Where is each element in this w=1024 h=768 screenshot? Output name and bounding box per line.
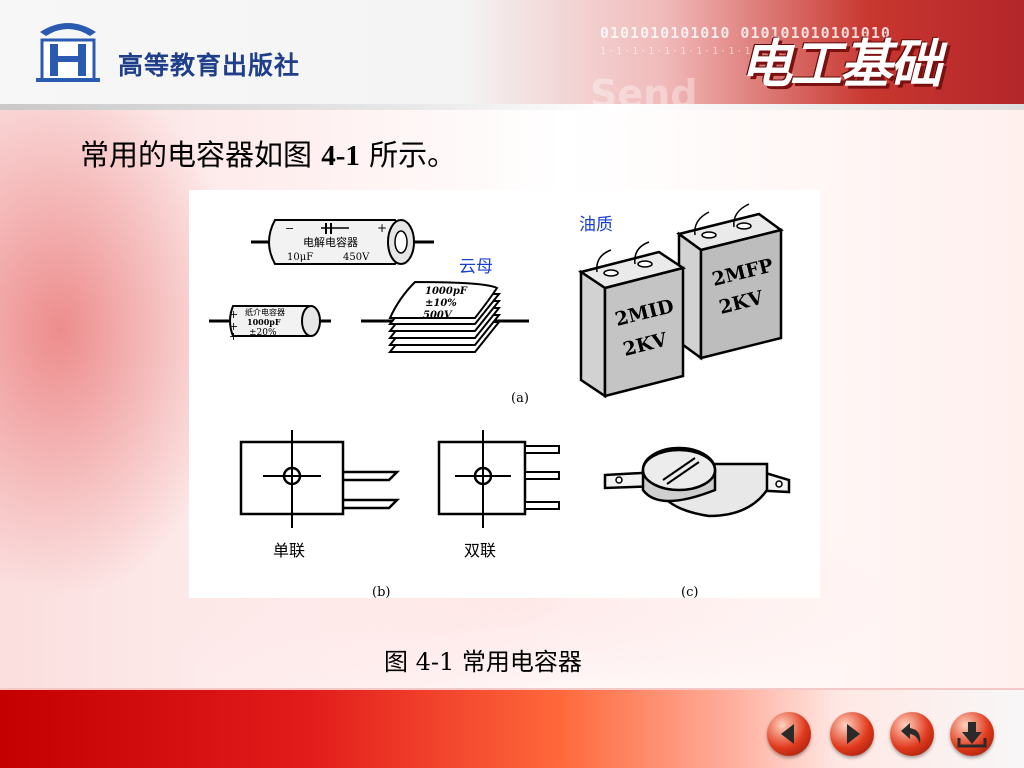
electrolytic-minus: − <box>285 222 294 235</box>
mica-voltage: 500V <box>423 310 453 321</box>
double-label: 双联 <box>464 541 496 560</box>
course-brand-title: 电工基础 <box>740 35 942 95</box>
electrolytic-voltage: 450V <box>343 252 370 263</box>
heading-figure-number: 4-1 <box>321 140 360 172</box>
publisher-name: 高等教育出版社 <box>118 51 301 80</box>
oil-capacitors: 油质 2MFP 2KV 2MID 2KV <box>577 203 784 399</box>
figure-caption: 图 4-1 常用电容器 <box>384 648 582 676</box>
single-label: 单联 <box>273 541 305 560</box>
oil-title: 油质 <box>579 215 613 235</box>
prev-slide-button[interactable] <box>767 712 811 756</box>
exit-arrow-icon <box>957 722 987 748</box>
exit-button[interactable] <box>950 712 994 756</box>
paper-capacitor: + + + 纸介电容器 1000pF ±20% <box>209 305 331 343</box>
paper-plus-3: + <box>229 330 238 343</box>
mica-capacitance: 1000pF <box>425 286 468 297</box>
return-button[interactable] <box>890 712 934 756</box>
trimmer-capacitor <box>603 446 791 518</box>
paper-tolerance: ±20% <box>249 328 277 338</box>
paper-plus-1: + <box>229 308 238 321</box>
paper-label: 纸介电容器 <box>245 307 285 317</box>
paper-capacitance: 1000pF <box>247 317 281 327</box>
double-variable-capacitor: 双联 <box>437 430 560 560</box>
mica-title: 云母 <box>459 257 493 277</box>
capacitor-figure: − + 电解电容器 10μF 450V + + + 纸介电容器 1000pF ±… <box>189 190 820 598</box>
binary-decoration: 0101010101010 010101010101010 <box>600 24 891 42</box>
return-arrow-icon <box>901 723 921 744</box>
heading-text: 常用的电容器如图 <box>80 138 322 172</box>
single-variable-capacitor: 单联 <box>239 430 401 560</box>
paper-plus-2: + <box>229 320 238 333</box>
header-divider <box>0 104 1024 110</box>
header-banner: 高等教育出版社 0101010101010 010101010101010 1·… <box>0 0 1024 116</box>
next-slide-button[interactable] <box>830 712 874 756</box>
label-b: (b) <box>372 585 390 598</box>
electrolytic-plus: + <box>377 221 387 235</box>
electrolytic-capacitor: − + 电解电容器 10μF 450V <box>251 219 434 265</box>
publisher-logo <box>36 23 100 82</box>
electrolytic-label: 电解电容器 <box>303 235 358 249</box>
mica-capacitor: 云母 1000pF ±10% 500V <box>361 257 529 353</box>
label-a: (a) <box>511 391 529 406</box>
label-c: (c) <box>681 585 698 598</box>
slide-heading: 常用的电容器如图 4-1 所示。 <box>80 132 456 174</box>
electrolytic-capacitance: 10μF <box>287 252 313 263</box>
binary-decoration-small: 1·1·1·1·1·1·1·1·1·1·1·1 <box>600 46 785 57</box>
prev-arrow-icon <box>781 724 794 744</box>
footer-divider <box>0 688 1024 691</box>
next-arrow-icon <box>847 724 860 744</box>
heading-text-end: 所示。 <box>359 138 457 172</box>
mica-tolerance: ±10% <box>425 298 457 309</box>
